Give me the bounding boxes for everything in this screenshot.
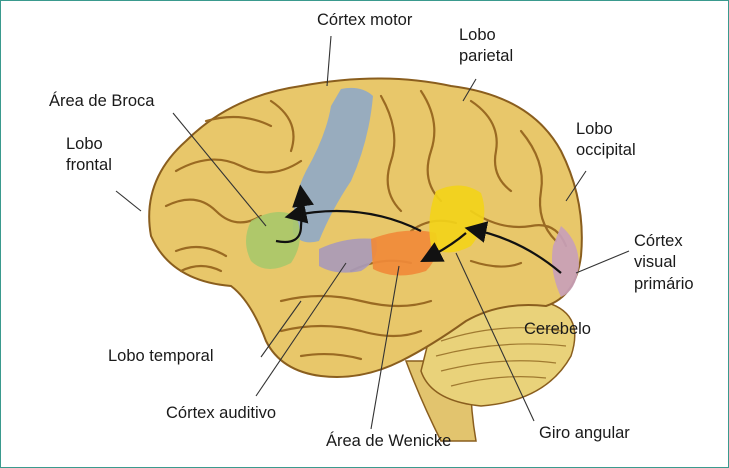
label-lobo-occipital: Lobo occipital <box>576 119 636 162</box>
label-lobo-frontal-line2: frontal <box>66 155 112 176</box>
label-cortex-visual-primario: Córtex visual primário <box>634 231 694 295</box>
label-cortex-auditivo: Córtex auditivo <box>166 403 276 424</box>
label-lobo-occipital-line2: occipital <box>576 140 636 161</box>
wernicke-area <box>371 231 437 276</box>
label-cortex-visual-line2: visual <box>634 252 694 273</box>
label-area-wenicke: Área de Wenicke <box>326 431 451 452</box>
label-cortex-motor: Córtex motor <box>317 10 412 31</box>
label-lobo-parietal-line1: Lobo <box>459 25 513 46</box>
label-cortex-visual-line3: primário <box>634 274 694 295</box>
label-cortex-visual-line1: Córtex <box>634 231 694 252</box>
label-lobo-parietal-line2: parietal <box>459 46 513 67</box>
label-lobo-frontal: Lobo frontal <box>66 134 112 177</box>
label-giro-angular: Giro angular <box>539 423 630 444</box>
label-lobo-occipital-line1: Lobo <box>576 119 636 140</box>
label-area-broca: Área de Broca <box>49 91 154 112</box>
label-lobo-temporal: Lobo temporal <box>108 346 214 367</box>
label-lobo-parietal: Lobo parietal <box>459 25 513 68</box>
label-lobo-frontal-line1: Lobo <box>66 134 112 155</box>
label-cerebelo: Cerebelo <box>524 319 591 340</box>
